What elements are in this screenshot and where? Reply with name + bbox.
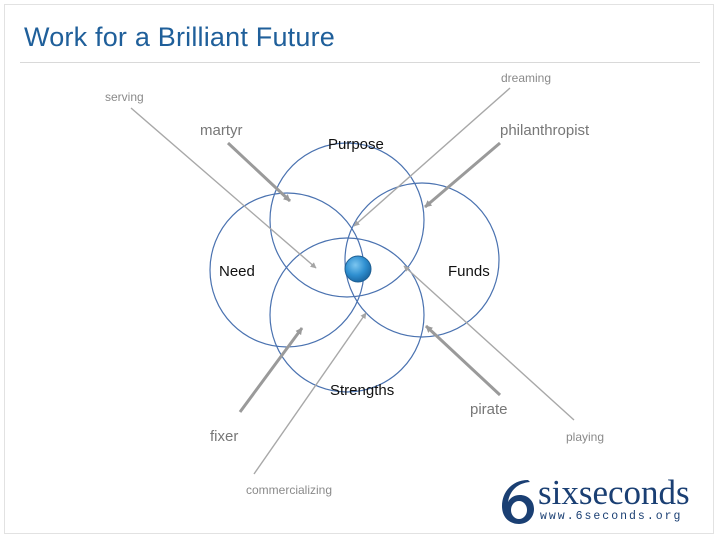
- funds-circle: [344, 182, 500, 338]
- logo-url: www.6seconds.org: [540, 510, 683, 523]
- funds-label: Funds: [448, 263, 490, 280]
- slide-title: Work for a Brilliant Future: [24, 22, 335, 52]
- center-dot: [344, 255, 372, 283]
- philanthropist-label: philanthropist: [500, 122, 590, 139]
- slide-frame: [4, 4, 714, 534]
- sixseconds-logo: sixseconds www.6seconds.org: [498, 474, 708, 528]
- fixer-label: fixer: [210, 428, 239, 445]
- commercializing-arrow: [253, 312, 367, 475]
- fixer-arrow: [238, 327, 304, 413]
- martyr-label: martyr: [200, 122, 243, 139]
- strengths-circle: [269, 237, 425, 393]
- six-seconds-mark-icon: [502, 480, 534, 524]
- need-label: Need: [219, 263, 255, 280]
- serving-label: serving: [105, 90, 144, 104]
- pirate-label: pirate: [470, 401, 508, 418]
- serving-arrow: [130, 107, 317, 269]
- dreaming-arrow: [353, 87, 511, 227]
- purpose-circle: [269, 142, 425, 298]
- playing-arrow: [403, 265, 575, 421]
- philanthropist-arrow: [424, 141, 501, 209]
- playing-label: playing: [566, 430, 605, 444]
- dreaming-label: dreaming: [501, 71, 552, 85]
- strengths-label: Strengths: [330, 382, 395, 399]
- commercializing-label: commercializing: [246, 483, 333, 497]
- purpose-label: Purpose: [328, 136, 384, 153]
- pirate-arrow: [424, 324, 502, 397]
- title-divider: [20, 62, 700, 63]
- martyr-arrow: [226, 141, 292, 203]
- logo-name: sixseconds: [538, 473, 690, 512]
